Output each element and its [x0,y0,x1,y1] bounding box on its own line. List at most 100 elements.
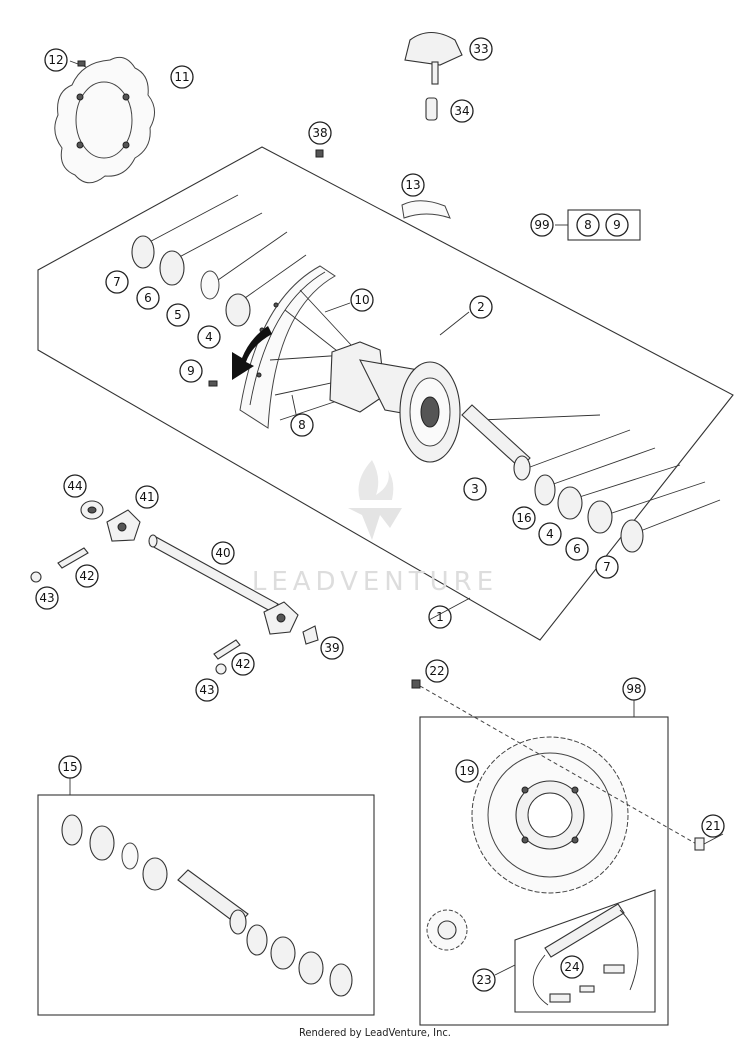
callout-16: 16 [512,506,536,530]
svg-text:24: 24 [564,960,579,974]
svg-text:43: 43 [199,683,214,697]
rim-strip-part [401,200,451,219]
callout-98: 98 [622,677,646,701]
svg-text:38: 38 [312,126,327,140]
svg-text:7: 7 [113,275,121,289]
svg-text:33: 33 [473,42,488,56]
sprocket-kit-frame [419,716,669,1026]
chain-box-frame [514,889,656,1013]
callout-7-left: 7 [105,270,129,294]
callout-kit-9: 9 [605,213,629,237]
callout-2: 2 [469,295,493,319]
callout-24: 24 [560,955,584,979]
svg-text:6: 6 [573,542,581,556]
axle-cap-39 [302,625,319,645]
callout-kit-8: 8 [576,213,600,237]
svg-text:11: 11 [174,70,189,84]
callout-41: 41 [135,485,159,509]
callout-22: 22 [425,659,449,683]
chain-adjuster-left-41 [106,509,141,542]
callout-42-right: 42 [231,652,255,676]
svg-text:3: 3 [471,482,479,496]
bearing-right-4 [557,486,583,520]
spacer-right-16 [534,474,556,506]
callout-38: 38 [308,121,332,145]
svg-text:34: 34 [454,104,469,118]
valve-cap-part [404,31,463,85]
svg-text:16: 16 [516,511,531,525]
callout-12: 12 [44,48,68,72]
svg-text:40: 40 [215,546,230,560]
rim [239,265,336,429]
brake-disc [54,56,155,184]
nut-43-left [30,571,42,583]
callout-21: 21 [701,814,725,838]
svg-text:23: 23 [476,973,491,987]
callout-13: 13 [401,173,425,197]
leadventure-watermark: LEADVENTURE [252,460,493,597]
svg-text:15: 15 [62,760,77,774]
svg-text:41: 41 [139,490,154,504]
chain [532,903,639,1006]
chain-adjuster-right [263,601,299,635]
leader-lines-right-bearings [479,414,721,536]
callout-43-right: 43 [195,678,219,702]
adjuster-screw-42-left [57,547,89,569]
svg-text:42: 42 [79,569,94,583]
sprocket-bolt-22 [411,679,421,689]
callout-3: 3 [463,477,487,501]
leader-lines-left-bearings [139,194,307,306]
axle-40 [148,534,279,613]
callout-6-left: 6 [136,286,160,310]
sprocket-bolt-axis [419,685,701,847]
callout-42-left: 42 [75,564,99,588]
callouts: 12 11 33 34 38 13 99 8 9 7 6 5 4 10 2 9 … [35,37,725,992]
svg-text:7: 7 [603,560,611,574]
svg-text:4: 4 [546,527,554,541]
svg-text:8: 8 [584,218,592,232]
callout-leaders [291,302,724,976]
hub-spacer-3 [461,404,531,481]
nut-44 [80,500,104,520]
callout-33: 33 [469,37,493,61]
svg-text:42: 42 [235,657,250,671]
bearing-left-4 [225,293,251,327]
svg-text:39: 39 [324,641,339,655]
retaining-ring-5 [200,270,220,300]
callout-15: 15 [58,755,82,779]
svg-text:8: 8 [298,418,306,432]
svg-text:13: 13 [405,178,420,192]
seal-right-6 [587,500,613,534]
callout-8: 8 [290,413,314,437]
callout-39: 39 [320,636,344,660]
seal-left-6 [159,250,185,286]
callout-99: 99 [530,213,554,237]
rotation-direction-arrow [232,326,272,380]
svg-text:12: 12 [48,53,63,67]
adjuster-screw-42-right [213,639,241,660]
wheel-assembly-frame [37,146,734,641]
callout-34: 34 [450,99,474,123]
chain-master-link-24 [549,964,625,1003]
svg-text:22: 22 [429,664,444,678]
callout-7-right: 7 [595,555,619,579]
footer-credit: Rendered by LeadVenture, Inc. [299,1026,451,1039]
callout-43-left: 43 [35,586,59,610]
spacer-right-7 [620,519,644,553]
svg-text:4: 4 [205,330,213,344]
callout-10: 10 [350,288,374,312]
svg-text:5: 5 [174,308,182,322]
callout-44: 44 [63,474,87,498]
wheel-hub [329,341,461,463]
svg-text:10: 10 [354,293,369,307]
svg-text:6: 6 [144,291,152,305]
callout-23: 23 [472,968,496,992]
disc-screw [69,60,87,68]
sprocket-nut-21 [694,837,705,851]
svg-text:9: 9 [613,218,621,232]
callout-40: 40 [211,541,235,565]
svg-text:1: 1 [436,610,444,624]
front-sprocket [426,909,468,951]
bearing-kit-frame [37,794,375,1016]
